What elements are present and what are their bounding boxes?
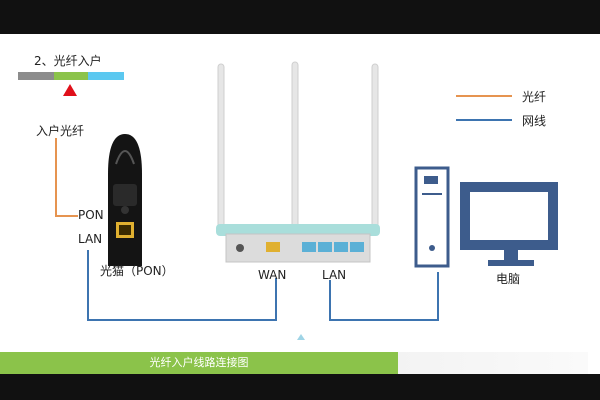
caption-bar-fade: [398, 352, 588, 374]
computer-label: 电脑: [496, 272, 521, 286]
cable-modem-to-router: [87, 250, 277, 321]
router-wan-label: WAN: [258, 268, 287, 282]
router-lan-label: LAN: [322, 268, 347, 282]
modem-name-label: 光猫（PON）: [100, 264, 174, 278]
pc-monitor: [460, 182, 558, 266]
diagram-caption: 光纤入户线路连接图: [149, 356, 249, 369]
modem-device: [108, 134, 142, 266]
diagram-canvas: 2、光纤入户: [0, 34, 600, 374]
pon-port-label: PON: [78, 208, 104, 222]
step-marker-icon: [63, 84, 77, 96]
pc-tower: [414, 166, 450, 268]
fiber-line: [55, 138, 78, 217]
router-device: [216, 61, 380, 263]
step-segment-3: [88, 72, 124, 80]
step-segment-2: [54, 72, 88, 80]
step-progress-bar: [18, 72, 124, 80]
fiber-in-label: 入户光纤: [36, 124, 85, 138]
caption-bar: 光纤入户线路连接图: [0, 352, 398, 374]
modem-lan-label: LAN: [78, 232, 103, 246]
legend-cable-label: 网线: [522, 114, 547, 128]
step-title: 2、光纤入户: [34, 54, 102, 68]
connection-diagram: [55, 61, 558, 340]
step-segment-1: [18, 72, 54, 80]
legend-fiber-label: 光纤: [522, 90, 547, 104]
cable-router-to-computer: [329, 272, 439, 321]
